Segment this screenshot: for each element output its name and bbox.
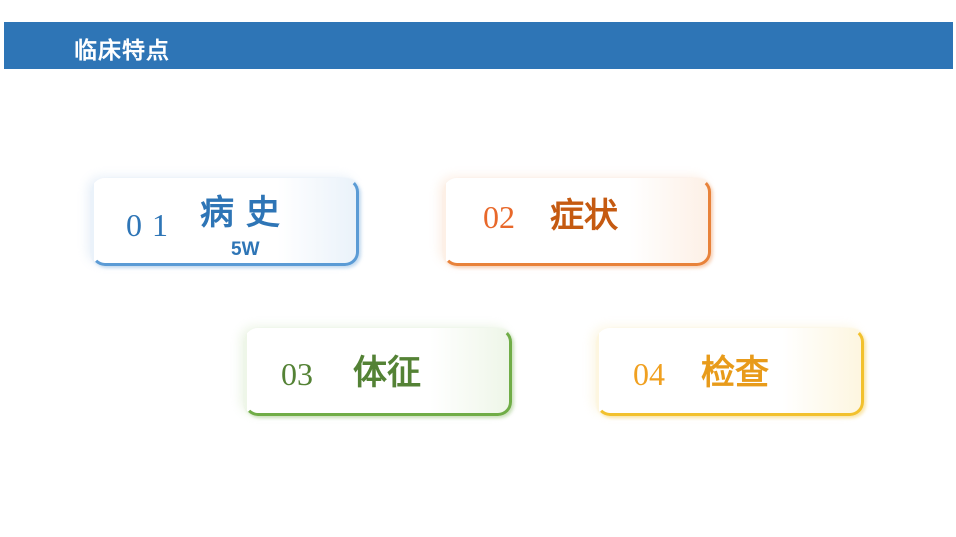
card-signs[interactable]: 03 体征: [244, 328, 512, 416]
card-sublabel: 5W: [231, 239, 260, 260]
card-label: 体征: [353, 353, 421, 393]
card-symptoms[interactable]: 02 症状: [443, 178, 711, 266]
card-label: 检查: [701, 353, 769, 393]
card-number: 04: [633, 356, 665, 392]
card-history[interactable]: 0 1 病 史 5W: [91, 178, 359, 266]
header-bar: 临床特点: [4, 22, 953, 69]
card-number: 02: [483, 199, 515, 235]
card-label: 症状: [550, 196, 618, 236]
card-number: 03: [281, 356, 313, 392]
card-examination[interactable]: 04 检查: [596, 328, 864, 416]
page-title: 临床特点: [74, 38, 170, 64]
card-number: 0 1: [126, 207, 169, 243]
card-label: 病 史: [200, 193, 280, 233]
